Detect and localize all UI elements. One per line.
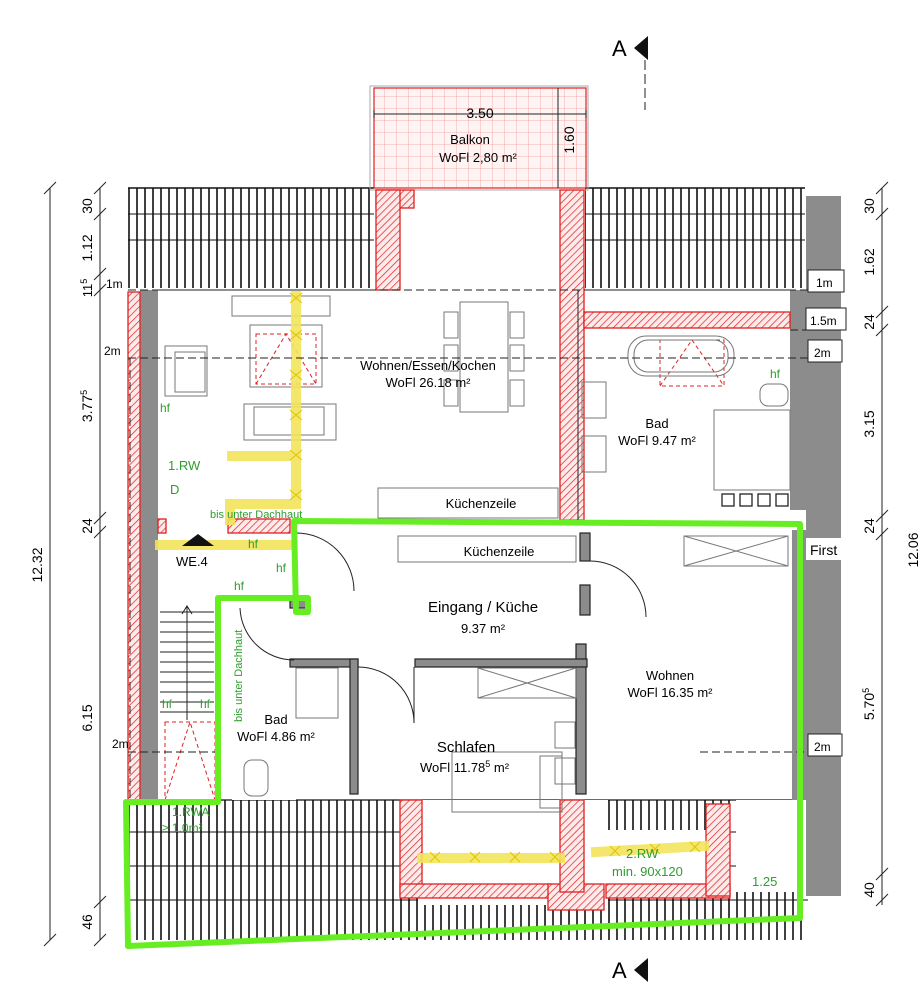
rw2-size: min. 90x120 <box>612 864 683 879</box>
hf-label-7: hf <box>770 367 781 381</box>
dim-right-24a: 24 <box>861 314 877 330</box>
furniture-bedroom <box>243 535 789 813</box>
apartment-outline <box>123 518 803 949</box>
section-marker-bottom: A <box>612 958 648 983</box>
room-schlafen-area: WoFl 11.785 m² <box>420 759 510 775</box>
balcony-width: 3.50 <box>466 105 493 121</box>
kuechenzeile: Küchenzeile <box>464 544 535 559</box>
hf-label-4: hf <box>234 579 245 593</box>
rw1-d-label: D <box>170 482 179 497</box>
room-bad-top: Bad <box>645 416 668 431</box>
room-bad-top-area: WoFl 9.47 m² <box>618 433 696 448</box>
bis-unter-dachhaut-1: bis unter Dachhaut <box>210 509 302 521</box>
dimension-left <box>43 181 107 947</box>
dim-left-11: 115 <box>79 279 95 298</box>
dim-left-46: 46 <box>79 914 95 930</box>
room-eingang: Eingang / Küche <box>428 599 538 616</box>
room-eingang-area: 9.37 m² <box>461 621 506 636</box>
dim-left-24: 24 <box>79 518 95 534</box>
rw1-label: 1.RW <box>168 458 201 473</box>
room-wohnen-essen-kochen-area: WoFl 26.18 m² <box>385 375 471 390</box>
room-wohnen-area: WoFl 16.35 m² <box>627 685 713 700</box>
dim-right-315: 3.15 <box>861 410 877 437</box>
dim-left-615: 6.15 <box>79 704 95 731</box>
balcony-area: WoFl 2,80 m² <box>439 150 517 165</box>
height-lines <box>128 289 840 800</box>
rwa-label: 1.RWA <box>172 805 209 819</box>
red-walls <box>127 189 791 911</box>
height-mark-2m-right-bottom: 2m <box>814 740 831 754</box>
height-mark-2m-left-bottom: 2m <box>112 737 129 751</box>
balcony-depth: 1.60 <box>561 126 577 153</box>
hf-label-6: hf <box>200 697 211 711</box>
dim-left-30: 30 <box>79 198 95 214</box>
room-wohnen-essen-kochen: Wohnen/Essen/Kochen <box>360 358 496 373</box>
rw2-label: 2.RW <box>626 846 659 861</box>
height-mark-2m-right: 2m <box>814 346 831 360</box>
balcony-area <box>373 87 587 189</box>
room-schlafen: Schlafen <box>437 739 495 756</box>
bath-fixtures <box>581 335 791 491</box>
dimension-right <box>875 181 889 907</box>
hf-label-1: hf <box>160 401 171 415</box>
entrance-marker-icon <box>182 534 214 546</box>
height-mark-1m-left: 1m <box>106 277 123 291</box>
roof-hatch-top-left <box>128 188 374 288</box>
dim-left-total: 12.32 <box>29 547 45 582</box>
roof-hatch-top-right <box>585 188 805 288</box>
hf-label-2: hf <box>248 537 259 551</box>
dim-right-40: 40 <box>861 882 877 898</box>
dim-right-30: 30 <box>861 198 877 214</box>
first-label: First <box>810 542 837 558</box>
dim-right-570: 5.705 <box>861 688 877 720</box>
height-mark-15m: 1.5m <box>810 314 837 328</box>
dim-right-162: 1.62 <box>861 248 877 275</box>
width-125: 1.25 <box>752 874 777 889</box>
dim-right-24b: 24 <box>861 518 877 534</box>
kuechenzeile-top: Küchenzeile <box>446 496 517 511</box>
escape-route <box>155 291 710 863</box>
dim-left-377: 3.775 <box>79 390 95 422</box>
stairs <box>160 605 214 720</box>
room-wohnen: Wohnen <box>646 668 694 683</box>
we-label: WE.4 <box>176 554 208 569</box>
height-mark-1m-right: 1m <box>816 276 833 290</box>
dim-right-total: 12.06 <box>905 532 921 567</box>
rwa-size: ≥ 1.0m² <box>162 821 203 835</box>
height-mark-2m-left: 2m <box>104 344 121 358</box>
bis-unter-dachhaut-2: bis unter Dachhaut <box>233 630 245 722</box>
dim-left-112: 1.12 <box>79 234 95 261</box>
section-label-bottom: A <box>612 958 627 983</box>
side-wall-left <box>140 290 158 800</box>
section-marker-top: A <box>612 36 648 110</box>
room-bad-small-area: WoFl 4.86 m² <box>237 729 315 744</box>
hf-label-5: hf <box>162 697 173 711</box>
section-label-top: A <box>612 36 627 61</box>
balcony-name: Balkon <box>450 132 490 147</box>
room-bad-small: Bad <box>264 712 287 727</box>
hf-label-3: hf <box>276 561 287 575</box>
